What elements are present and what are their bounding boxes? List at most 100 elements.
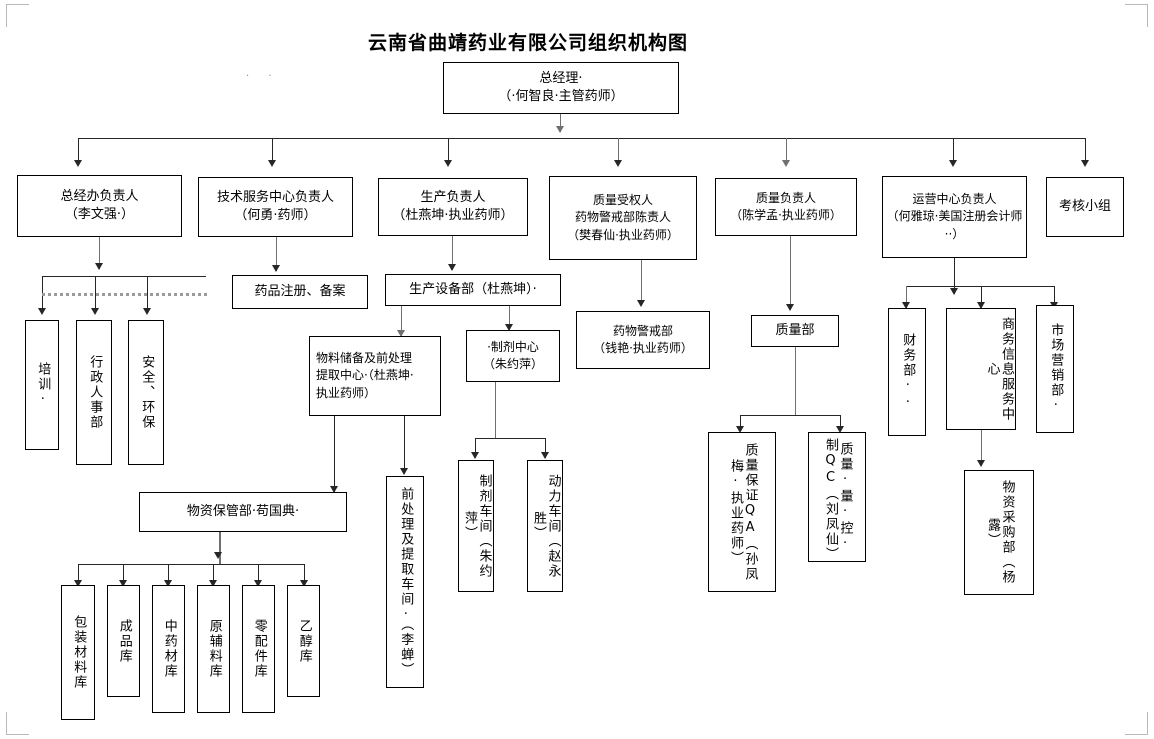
node-material-warehouse-dept[interactable]: 物资保管部·苟国典· [139, 492, 347, 532]
node-safety-environment-label: 安全、环保 [139, 355, 155, 430]
connector-prep-center-down [509, 306, 510, 330]
connector-tech-down [276, 237, 277, 271]
connector-prep-workshop-bus [475, 438, 545, 439]
node-quality-assurance[interactable]: 质量保证QA（孙凤梅·执业药师） [708, 432, 776, 592]
node-qa-authorized[interactable]: 质量受权人 药物警戒部陈责人 （樊春仙·执业药师） [549, 176, 697, 260]
node-warehouse-ethanol[interactable]: 乙醇库 [287, 585, 320, 697]
node-safety-environment[interactable]: 安全、环保 [128, 320, 164, 465]
connector-arrow-qa-authorized [614, 160, 622, 167]
node-business-info-center[interactable]: 商务信息服务中心 [946, 308, 1016, 430]
connector-quality-dept-down [790, 236, 791, 310]
connector-procurement-down [981, 430, 982, 466]
node-warehouse-packaging-label: 包装材料库 [71, 615, 87, 690]
node-production-equipment-label: 生产设备部（杜燕坤）· [409, 281, 537, 297]
connector-operation-arrow [950, 288, 958, 295]
node-qa-authorized-line3: （樊春仙·执业药师） [567, 227, 679, 242]
connector-pharmacovigilance-arrow [637, 300, 645, 307]
node-quality-control[interactable]: 质量·量·控·制QC（刘凤仙） [808, 432, 866, 562]
page-corner-mark-bottom-left [6, 712, 29, 735]
connector-drop-qa [740, 415, 741, 431]
node-power-workshop[interactable]: 动力车间（赵永胜） [527, 460, 563, 592]
node-hr-department-label: 行政人事部 [87, 355, 103, 430]
connector-arrow-finance [902, 302, 910, 309]
connector-arrow-safety [143, 308, 151, 315]
connector-arrow-production [444, 160, 452, 167]
node-qa-authorized-line1: 质量受权人 [592, 193, 653, 208]
node-warehouse-raw-excipients[interactable]: 原辅料库 [197, 585, 230, 713]
connector-arrow-assessment [1081, 160, 1089, 167]
node-hr-department[interactable]: 行政人事部 [76, 320, 112, 465]
node-drug-registration-label: 药品注册、备案 [254, 283, 346, 299]
node-warehouse-spare-parts[interactable]: 零配件库 [242, 585, 275, 713]
node-general-manager[interactable]: 总经理· （·何智良·主管药师） [443, 62, 679, 114]
node-tech-service-line2: （何勇·药师） [234, 208, 317, 223]
node-warehouse-herbs[interactable]: 中药材库 [152, 585, 185, 713]
node-assessment-group[interactable]: 考核小组 [1046, 177, 1124, 237]
connector-quality-children-down [795, 347, 796, 415]
node-material-storage-center[interactable]: 物料储备及前处理 提取中心·（杜燕坤· 执业药师） [309, 336, 441, 416]
node-qa-authorized-line2: 药物警戒部陈责人 [574, 210, 671, 225]
connector-power-workshop-arrow [541, 452, 549, 459]
connector-operation-down [954, 258, 955, 294]
connector-drop-quality-head [786, 138, 787, 164]
node-preparation-workshop[interactable]: 制剂车间（朱约萍） [458, 460, 494, 592]
node-tech-service-line1: 技术服务中心负责人 [216, 189, 334, 205]
node-power-workshop-label: 动力车间（赵永胜） [531, 473, 561, 579]
node-warehouse-finished-goods[interactable]: 成品库 [107, 585, 140, 697]
node-procurement-department-label: 物资采购部（杨露） [985, 480, 1015, 585]
node-quality-head[interactable]: 质量负责人 （陈学孟·执业药师） [715, 178, 857, 236]
node-pharmacovigilance-dept[interactable]: 药物警戒部 （钱艳·执业药师） [576, 311, 710, 369]
connector-warehouses-bus [78, 564, 304, 565]
connector-arrow-quality-head [782, 160, 790, 167]
connector-gm-office-down [99, 237, 100, 269]
node-tech-service[interactable]: 技术服务中心负责人 （何勇·药师） [198, 177, 353, 237]
connector-drop-finance [906, 286, 907, 308]
node-production[interactable]: 生产负责人 （杜燕坤·执业药师） [378, 178, 528, 236]
node-preparation-center[interactable]: ·制剂中心 （朱约萍） [466, 330, 560, 382]
node-gm-office-line1: 总经办负责人 [60, 188, 139, 204]
connector-production-down [452, 236, 453, 270]
connector-arrow-tech-service [268, 160, 276, 167]
connector-production-arrow [448, 264, 456, 271]
node-quality-head-line1: 质量负责人 [755, 190, 816, 205]
connector-gm-office-arrow [95, 263, 103, 270]
connector-drop-warehouse-4 [213, 564, 214, 586]
node-finance-department[interactable]: 财务部·· [888, 308, 926, 436]
node-procurement-department[interactable]: 物资采购部（杨露） [964, 470, 1034, 595]
node-operation[interactable]: 运营中心负责人 （何雅琼·美国注册会计师··） [882, 176, 1027, 258]
connector-drop-operation [953, 138, 954, 164]
connector-quality-children-bus [740, 415, 840, 416]
stray-dot-marks: . . [246, 68, 280, 79]
node-warehouse-packaging[interactable]: 包装材料库 [61, 585, 95, 720]
connector-prep-workshop-left [475, 438, 476, 458]
connector-drop-warehouse-5 [258, 564, 259, 586]
connector-pharmacovigilance-down [641, 260, 642, 306]
node-gm-office[interactable]: 总经办负责人 （李文强·） [17, 175, 182, 237]
connector-arrow-warehouse-4 [209, 580, 217, 587]
connector-material-center-down [401, 306, 402, 336]
node-marketing-department[interactable]: 市场营销部· [1036, 305, 1074, 433]
connector-arrow-qa [736, 426, 744, 433]
node-gm-office-line2: （李文强·） [64, 207, 135, 222]
node-pretreatment-workshop[interactable]: 前处理及提取车间·（李蝉） [386, 476, 424, 688]
connector-procurement-arrow [977, 460, 985, 467]
node-finance-department-label: 财务部·· [900, 332, 916, 412]
node-operation-line2: （何雅琼·美国注册会计师··） [886, 209, 1023, 241]
connector-arrow-warehouse-1 [74, 580, 82, 587]
node-quality-department[interactable]: 质量部 [751, 315, 839, 347]
node-warehouse-spare-parts-label: 零配件库 [251, 619, 267, 679]
node-pretreatment-workshop-label: 前处理及提取车间·（李蝉） [398, 486, 414, 678]
connector-arrow-training [38, 308, 46, 315]
node-drug-registration[interactable]: 药品注册、备案 [232, 275, 368, 309]
node-quality-head-line2: （陈学孟·执业药师） [730, 208, 842, 222]
node-pharmacovigilance-dept-line1: 药物警戒部 [612, 323, 673, 338]
node-training[interactable]: 培训· [25, 320, 59, 450]
node-preparation-workshop-label: 制剂车间（朱约萍） [462, 473, 492, 579]
connector-arrow-hr [91, 308, 99, 315]
connector-arrow-warehouse-2 [119, 580, 127, 587]
connector-quality-dept-arrow [786, 304, 794, 311]
node-operation-line1: 运营中心负责人 [912, 192, 997, 207]
node-production-equipment[interactable]: 生产设备部（杜燕坤）· [385, 274, 561, 306]
node-production-line1: 生产负责人 [420, 189, 486, 205]
